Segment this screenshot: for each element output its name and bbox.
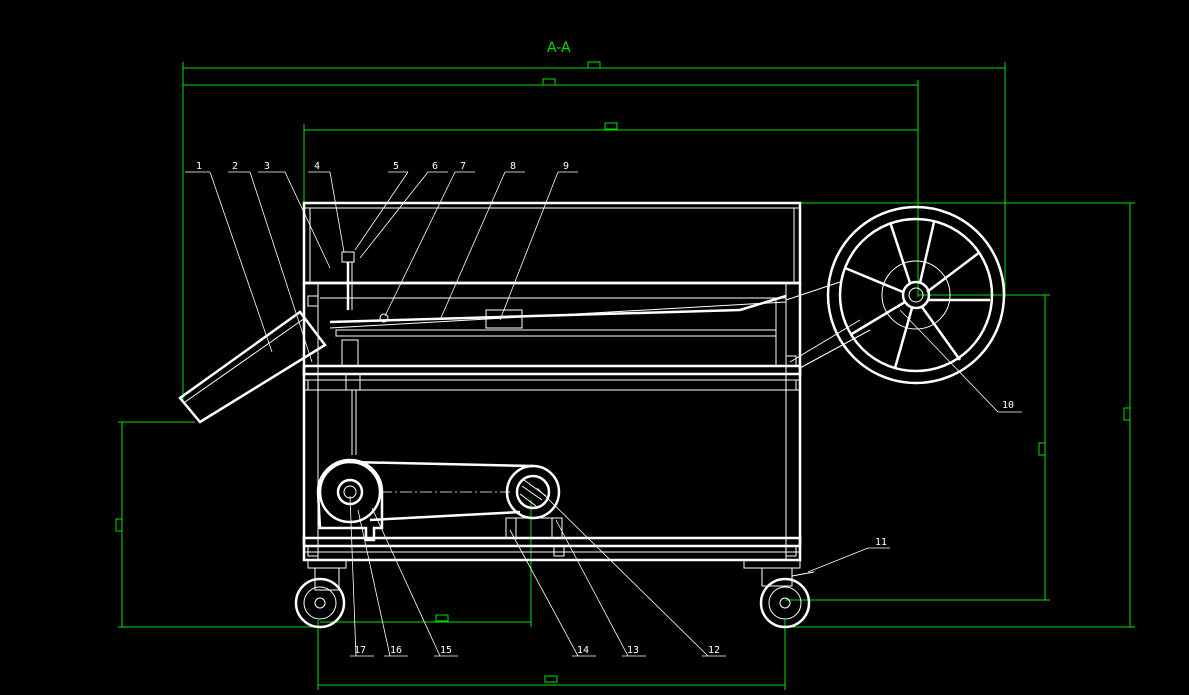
callout-2: 2 bbox=[232, 161, 238, 172]
callout-leaders bbox=[185, 171, 1022, 657]
callout-15: 15 bbox=[440, 645, 452, 656]
section-title: A-A bbox=[547, 40, 571, 56]
dimension-value-box bbox=[1038, 442, 1046, 456]
feed-hopper bbox=[178, 310, 327, 424]
callout-13: 13 bbox=[627, 645, 639, 656]
callout-7: 7 bbox=[460, 161, 466, 172]
callout-1: 1 bbox=[196, 161, 202, 172]
dimension-value-box bbox=[544, 675, 558, 683]
callout-14: 14 bbox=[577, 645, 589, 656]
callout-8: 8 bbox=[510, 161, 516, 172]
callout-4: 4 bbox=[314, 161, 320, 172]
callout-10: 10 bbox=[1002, 400, 1014, 411]
dimension-value-box bbox=[604, 122, 618, 130]
callout-labels: 1 2 3 4 5 6 7 8 9 10 11 12 13 14 15 16 1… bbox=[196, 161, 1014, 656]
dimension-lines bbox=[115, 61, 1135, 690]
adjuster-rod bbox=[341, 251, 389, 455]
handwheel bbox=[826, 205, 1006, 385]
belt-drive bbox=[316, 458, 563, 542]
caster-left bbox=[294, 559, 347, 629]
callout-9: 9 bbox=[563, 161, 569, 172]
callout-11: 11 bbox=[875, 537, 887, 548]
callout-17: 17 bbox=[354, 645, 366, 656]
callout-16: 16 bbox=[390, 645, 402, 656]
dimension-value-box bbox=[1123, 407, 1131, 421]
callout-12: 12 bbox=[708, 645, 720, 656]
callout-6: 6 bbox=[432, 161, 438, 172]
callout-3: 3 bbox=[264, 161, 270, 172]
dimension-value-box bbox=[542, 78, 556, 86]
machine-frame bbox=[302, 281, 802, 562]
discharge-chute bbox=[785, 281, 871, 369]
callout-5: 5 bbox=[393, 161, 399, 172]
dimension-value-box bbox=[435, 614, 449, 622]
dimension-value-box bbox=[115, 518, 123, 532]
sieve-screen bbox=[320, 294, 787, 367]
caster-right bbox=[743, 559, 815, 629]
dimension-value-box bbox=[587, 61, 601, 69]
